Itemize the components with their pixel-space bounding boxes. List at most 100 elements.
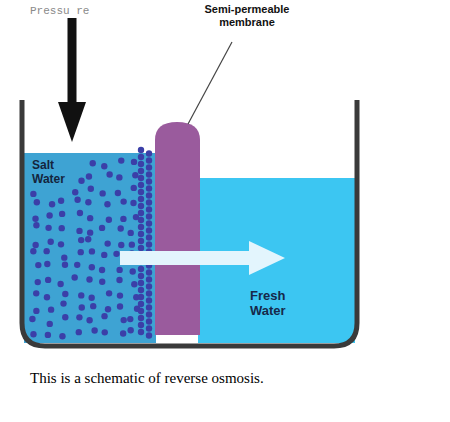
salt-particle <box>99 267 105 273</box>
salt-water-region: Salt Water <box>24 153 156 343</box>
salt-particle <box>138 322 144 328</box>
salt-particle <box>146 304 152 310</box>
salt-particle <box>138 280 144 286</box>
salt-particle <box>30 191 36 197</box>
salt-particle <box>45 225 51 231</box>
salt-particle <box>76 329 82 335</box>
salt-particle <box>62 261 68 267</box>
salt-particle <box>59 211 65 217</box>
salt-particle <box>57 281 63 287</box>
salt-particle <box>49 201 55 207</box>
pressure-arrow-shaft <box>68 18 77 104</box>
salt-particle <box>138 301 144 307</box>
salt-particle <box>138 224 144 230</box>
salt-particle <box>58 241 64 247</box>
salt-particle <box>78 178 84 184</box>
salt-particle <box>146 311 152 317</box>
salt-particle <box>59 333 65 339</box>
salt-particle <box>120 198 126 204</box>
salt-particle <box>138 287 144 293</box>
salt-particle <box>138 210 144 216</box>
region-label: Salt Water <box>32 159 65 187</box>
salt-particle <box>138 161 144 167</box>
salt-particle <box>102 329 108 335</box>
salt-particle <box>85 199 91 205</box>
salt-particle <box>33 308 39 314</box>
salt-particle <box>146 227 152 233</box>
salt-particle <box>130 200 136 206</box>
salt-particle <box>78 237 84 243</box>
salt-particle <box>45 277 51 283</box>
salt-particle <box>104 201 110 207</box>
salt-particle <box>29 316 35 322</box>
salt-particle <box>79 304 85 310</box>
salt-particle <box>101 313 107 319</box>
salt-particle <box>62 314 68 320</box>
salt-particle <box>128 230 134 236</box>
salt-particle <box>59 225 65 231</box>
salt-particle <box>76 314 82 320</box>
salt-particle <box>89 248 95 254</box>
salt-particle <box>146 276 152 282</box>
salt-particle <box>89 264 95 270</box>
salt-particle <box>146 157 152 163</box>
salt-particle <box>127 327 133 333</box>
leader-line <box>188 42 232 124</box>
salt-particle <box>33 222 39 228</box>
salt-particle <box>138 294 144 300</box>
membrane <box>155 122 200 335</box>
salt-particle <box>74 197 80 203</box>
salt-particle <box>146 206 152 212</box>
salt-particle <box>130 268 136 274</box>
salt-particle <box>138 203 144 209</box>
salt-particle <box>146 290 152 296</box>
salt-particle <box>116 267 122 273</box>
salt-particle <box>118 242 124 248</box>
salt-particle <box>138 329 144 335</box>
salt-particle <box>146 318 152 324</box>
salt-water-fill <box>24 153 156 343</box>
salt-particle <box>116 277 122 283</box>
salt-particle <box>120 317 126 323</box>
pressure-arrow-head <box>58 102 86 142</box>
salt-particle <box>118 157 124 163</box>
caption: This is a schematic of reverse osmosis. <box>30 370 264 387</box>
salt-particle <box>44 261 50 267</box>
salt-particle <box>106 217 112 223</box>
salt-particle <box>86 173 92 179</box>
salt-particle <box>87 229 93 235</box>
salt-particle <box>105 306 111 312</box>
salt-particle <box>47 321 53 327</box>
salt-particle <box>138 238 144 244</box>
salt-particle <box>78 249 84 255</box>
salt-particle <box>99 190 105 196</box>
salt-particle <box>146 199 152 205</box>
salt-particle <box>90 303 96 309</box>
salt-particle <box>47 239 53 245</box>
salt-particle <box>120 330 126 336</box>
salt-particle <box>45 332 51 338</box>
salt-particle <box>146 213 152 219</box>
salt-particle <box>146 241 152 247</box>
salt-particle <box>101 163 107 169</box>
salt-particle <box>120 216 126 222</box>
salt-particle <box>117 292 123 298</box>
membrane-label: Semi-permeable membrane <box>192 3 302 28</box>
salt-particle <box>34 199 40 205</box>
salt-particle <box>104 240 110 246</box>
salt-particle <box>138 154 144 160</box>
salt-particle <box>146 325 152 331</box>
salt-particle <box>90 160 96 166</box>
salt-particle <box>60 300 66 306</box>
salt-particle <box>146 164 152 170</box>
salt-particle <box>117 225 123 231</box>
salt-particle <box>35 262 41 268</box>
salt-particle <box>61 254 67 260</box>
salt-particle <box>78 292 84 298</box>
salt-particle <box>146 332 152 338</box>
salt-particle <box>86 276 92 282</box>
salt-particle <box>146 171 152 177</box>
salt-particle <box>138 231 144 237</box>
salt-particle <box>32 216 38 222</box>
